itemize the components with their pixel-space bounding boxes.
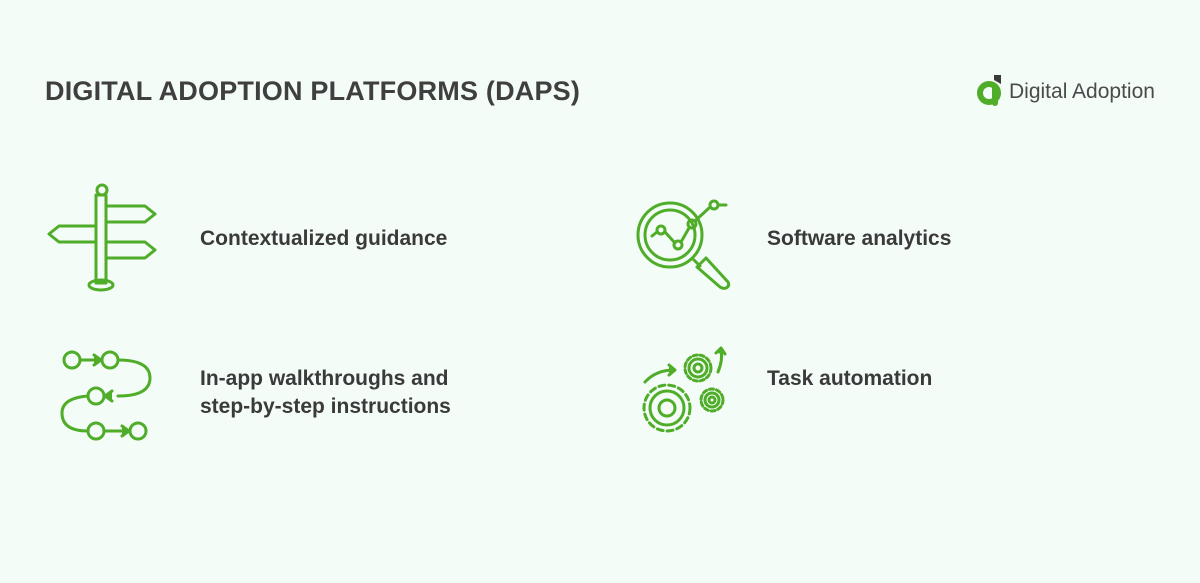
digital-adoption-logo-icon	[977, 75, 1001, 106]
feature-in-app-walkthroughs: In-app walkthroughs and step-by-step ins…	[50, 340, 570, 450]
feature-software-analytics: Software analytics	[630, 190, 1150, 300]
feature-label: In-app walkthroughs and step-by-step ins…	[200, 367, 451, 418]
page-title: DIGITAL ADOPTION PLATFORMS (DAPS)	[45, 76, 581, 106]
gears-icon	[642, 346, 727, 433]
magnifier-analytics-icon	[636, 199, 731, 290]
feature-contextualized-guidance: Contextualized guidance	[45, 180, 565, 300]
feature-task-automation: Task automation	[630, 340, 1150, 450]
signpost-icon	[47, 183, 157, 292]
step-path-icon	[60, 350, 152, 441]
feature-label: Contextualized guidance	[200, 227, 448, 250]
feature-label: Software analytics	[767, 227, 952, 250]
brand-name: Digital Adoption	[1009, 80, 1155, 103]
feature-label: Task automation	[767, 367, 933, 390]
brand-logo[interactable]: Digital Adoption	[976, 66, 1176, 112]
